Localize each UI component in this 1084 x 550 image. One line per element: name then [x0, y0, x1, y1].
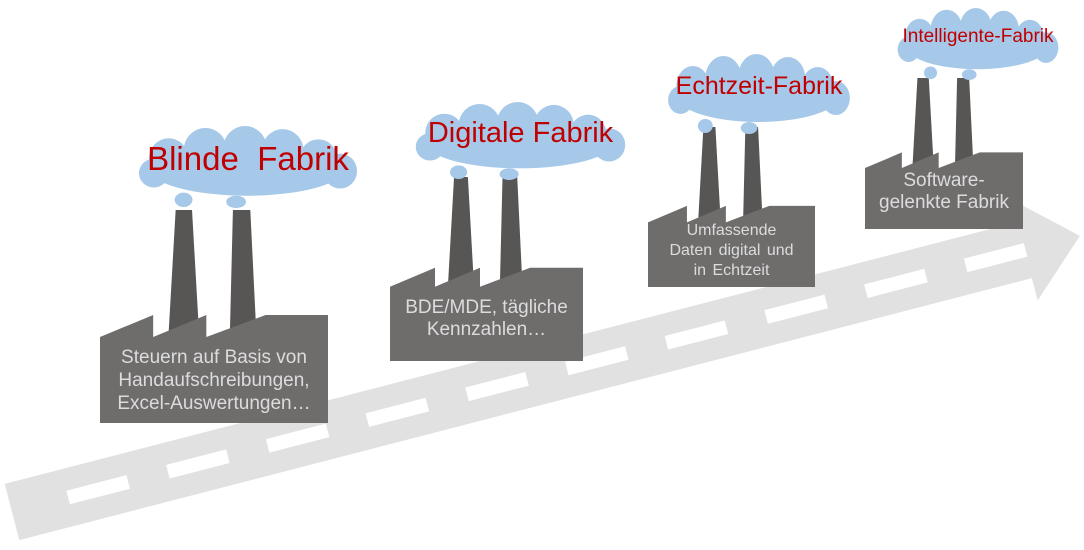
road-arrowhead	[1011, 199, 1080, 301]
factory-icon	[865, 78, 1023, 229]
smoke-cloud-icon	[415, 102, 626, 180]
smoke-cloud-icon	[897, 8, 1059, 80]
smoke-cloud-icon	[668, 54, 850, 134]
factory-icon	[100, 210, 328, 423]
factory-icon	[390, 177, 583, 361]
factory-icon	[648, 127, 815, 287]
road-dashes	[66, 243, 1028, 505]
smoke-cloud-icon	[138, 126, 358, 208]
